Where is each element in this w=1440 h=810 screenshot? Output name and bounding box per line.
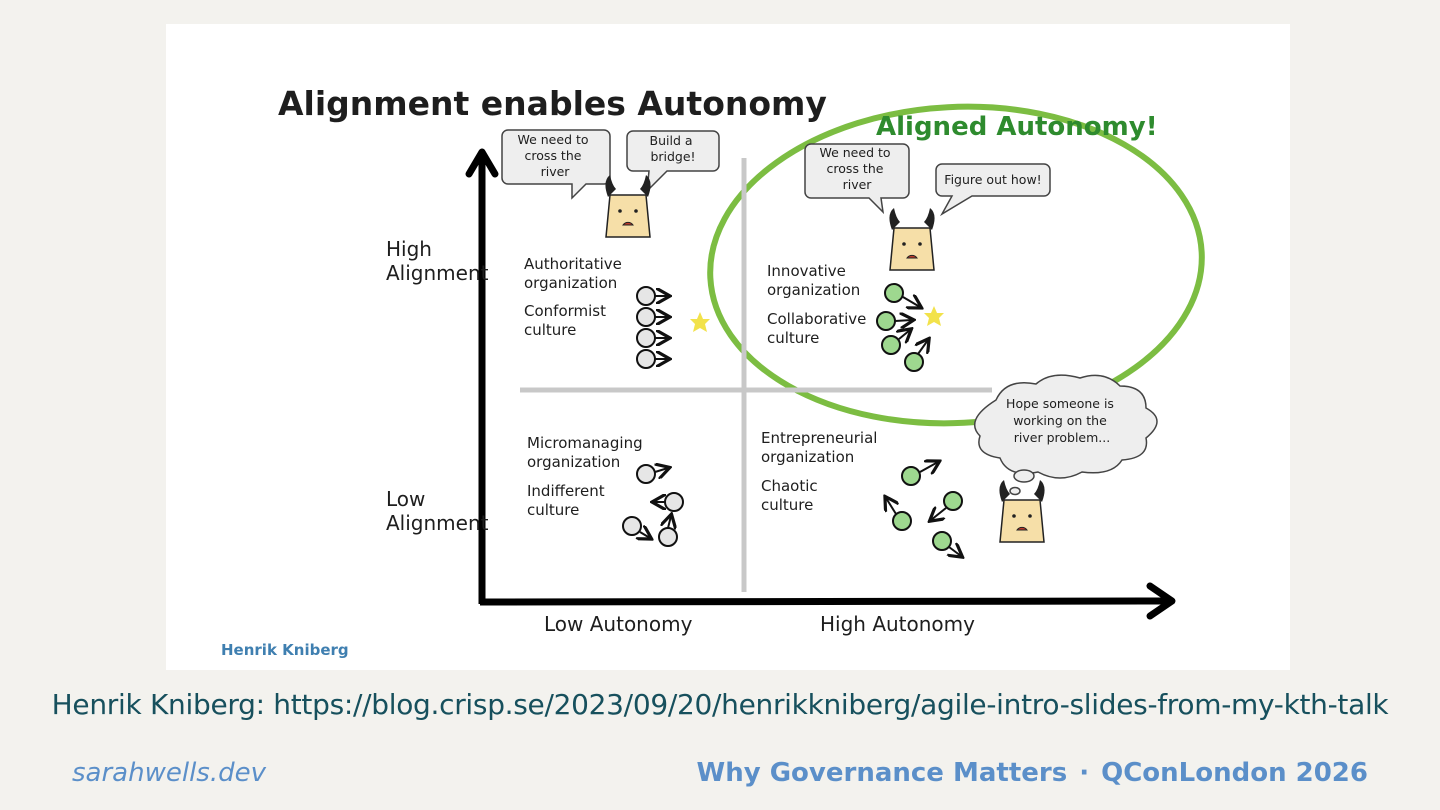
collaborative-people-icon <box>876 283 928 372</box>
svg-text:Low Alignment: Low Alignment <box>386 487 489 535</box>
tr-need-bubble: We need to cross the river <box>804 143 910 215</box>
diagram-title: Alignment enables Autonomy <box>278 84 827 123</box>
svg-text:Collaborative culture: Collaborative culture <box>767 310 871 347</box>
tr-figure-bubble: Figure out how! <box>935 163 1051 217</box>
aligned-autonomy-label: Aligned Autonomy! <box>876 112 1158 142</box>
br-org-2: organization <box>761 448 854 466</box>
tl-leader-icon <box>605 175 651 238</box>
y-high-label-1: High <box>386 237 432 261</box>
footer-website: sarahwells.dev <box>72 758 266 788</box>
svg-text:Build a bridge!: Build a bridge! <box>650 133 697 164</box>
svg-text:Hope someone is working: Hope someone is working on the river pro… <box>1006 396 1118 445</box>
tl-star-icon <box>690 312 710 332</box>
svg-text:Chaotic culture: Chaotic culture <box>761 477 822 514</box>
svg-text:Entrepreneurial organizati: Entrepreneurial organization <box>761 429 882 466</box>
tr-org-2: organization <box>767 281 860 299</box>
aligned-autonomy-ellipse <box>707 103 1205 427</box>
svg-text:Conformist culture: Conformist culture <box>524 302 611 339</box>
svg-text:Micromanaging organization: Micromanaging organization <box>527 434 647 471</box>
indifferent-people-icon <box>622 465 684 547</box>
footer-talk-info: Why Governance Matters · QConLondon 2026 <box>697 758 1368 788</box>
bl-culture-2: culture <box>527 501 579 519</box>
br-culture-2: culture <box>761 496 813 514</box>
br-leader-icon <box>999 480 1045 543</box>
svg-text:Innovative organization: Innovative organization <box>767 262 860 299</box>
br-org-1: Entrepreneurial <box>761 429 877 447</box>
x-high-label: High Autonomy <box>820 612 975 636</box>
svg-text:We need to cross the: We need to cross the river <box>819 145 894 192</box>
svg-text:High Alignment: High Alignment <box>386 237 489 285</box>
alignment-autonomy-diagram: Alignment enables Autonomy Aligned Auton… <box>221 84 1205 659</box>
y-high-label-2: Alignment <box>386 261 489 285</box>
br-hope-line-3: river problem... <box>1014 430 1110 445</box>
footer-talk-title: Why Governance Matters <box>696 758 1068 788</box>
tl-bridge-bubble: Build a bridge! <box>626 130 720 194</box>
y-low-label-2: Alignment <box>386 511 489 535</box>
bl-org-2: organization <box>527 453 620 471</box>
x-low-label: Low Autonomy <box>544 612 693 636</box>
svg-text:We need to cross the: We need to cross the river <box>517 132 592 179</box>
diagram-card: Alignment enables Autonomy Aligned Auton… <box>166 24 1290 670</box>
tl-culture-1: Conformist <box>524 302 606 320</box>
tl-need-line-3: river <box>541 164 571 179</box>
tr-need-line-1: We need to <box>819 145 890 160</box>
tl-org-2: organization <box>524 274 617 292</box>
tr-need-line-3: river <box>843 177 873 192</box>
tl-need-bubble: We need to cross the river <box>501 129 611 200</box>
tr-figure-line-1: Figure out how! <box>944 172 1041 187</box>
y-low-label-1: Low <box>386 487 425 511</box>
br-culture-1: Chaotic <box>761 477 818 495</box>
tr-org-1: Innovative <box>767 262 846 280</box>
bl-org-1: Micromanaging <box>527 434 643 452</box>
tr-leader-icon <box>889 208 935 271</box>
br-thought-cloud: Hope someone is working on the river pro… <box>974 374 1158 496</box>
tl-bridge-line-2: bridge! <box>650 149 695 164</box>
y-axis <box>465 148 499 604</box>
footer-event: QConLondon 2026 <box>1101 758 1368 788</box>
br-hope-line-1: Hope someone is <box>1006 396 1114 411</box>
tl-org-1: Authoritative <box>524 255 622 273</box>
tl-need-line-2: cross the <box>525 148 582 163</box>
svg-text:Indifferent culture: Indifferent culture <box>527 482 609 519</box>
tl-culture-2: culture <box>524 321 576 339</box>
x-axis <box>479 582 1176 620</box>
source-citation: Henrik Kniberg: https://blog.crisp.se/20… <box>51 688 1389 721</box>
footer-separator: · <box>1079 758 1090 788</box>
author-credit: Henrik Kniberg <box>221 641 349 659</box>
tr-culture-1: Collaborative <box>767 310 866 328</box>
svg-text:Authoritative organization: Authoritative organization <box>524 255 627 292</box>
bl-culture-1: Indifferent <box>527 482 605 500</box>
tr-need-line-2: cross the <box>827 161 884 176</box>
chaotic-people-icon <box>886 462 962 556</box>
tl-bridge-line-1: Build a <box>650 133 693 148</box>
conformist-people-icon <box>636 286 668 369</box>
tr-star-icon <box>924 306 944 326</box>
tr-culture-2: culture <box>767 329 819 347</box>
tl-need-line-1: We need to <box>517 132 588 147</box>
br-hope-line-2: working on the <box>1013 413 1107 428</box>
